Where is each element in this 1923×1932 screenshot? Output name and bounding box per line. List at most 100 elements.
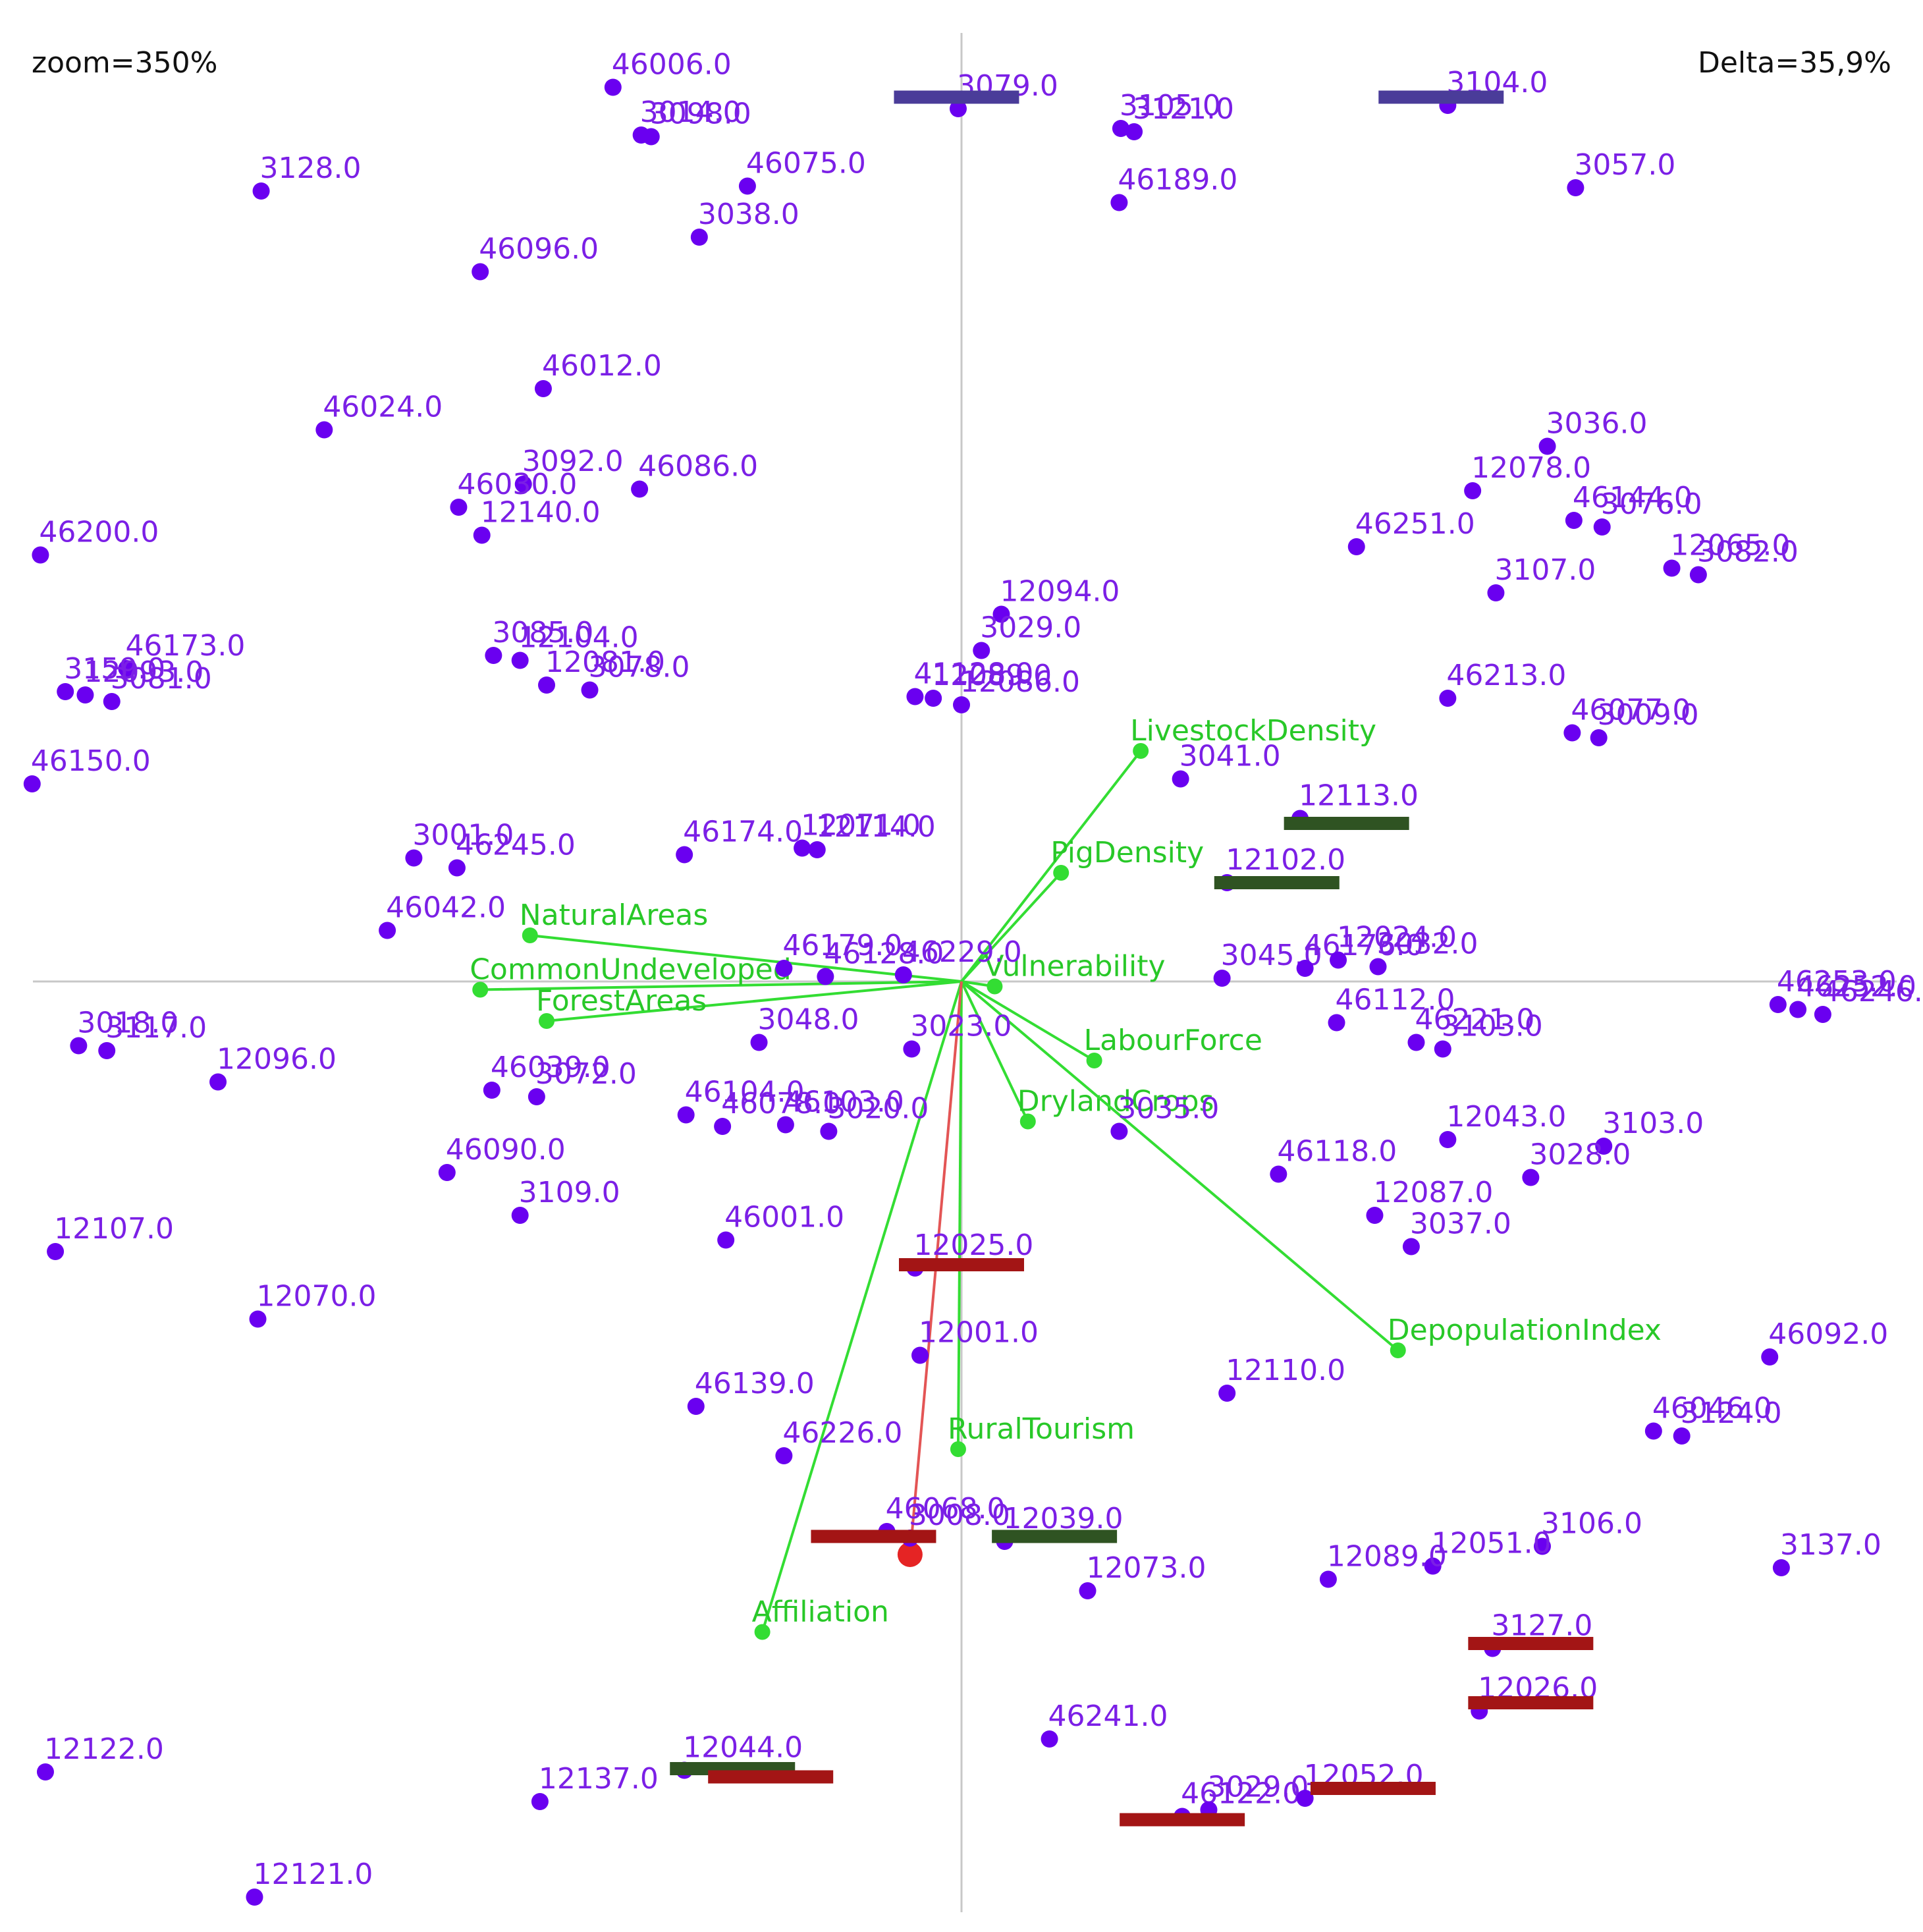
point-12024.0[interactable]: 12024.0	[1330, 921, 1457, 969]
point-marker[interactable]	[714, 1118, 732, 1135]
point-46096.0[interactable]: 46096.0	[472, 233, 599, 281]
point-12093.0[interactable]: 12093.0	[76, 655, 203, 704]
point-marker[interactable]	[531, 1793, 549, 1810]
point-12089.0[interactable]: 12089.0	[1319, 1540, 1447, 1588]
point-3057.0[interactable]: 3057.0	[1567, 148, 1675, 196]
point-3048.0[interactable]: 3048.0	[750, 1003, 859, 1051]
point-41128.0[interactable]: 41128.0	[906, 657, 1033, 705]
point-marker[interactable]	[750, 1034, 768, 1051]
highlight-point[interactable]	[897, 1542, 923, 1567]
point-marker[interactable]	[209, 1073, 227, 1091]
point-marker[interactable]	[1439, 690, 1457, 707]
point-marker[interactable]	[98, 1042, 116, 1059]
point-marker[interactable]	[1218, 1385, 1236, 1402]
point-46200.0[interactable]: 46200.0	[32, 516, 159, 564]
point-46189.0[interactable]: 46189.0	[1110, 163, 1237, 211]
point-marker[interactable]	[538, 676, 555, 694]
point-marker[interactable]	[1407, 1034, 1425, 1051]
point-marker[interactable]	[511, 651, 529, 669]
point-3103.0[interactable]: 3103.0	[1595, 1107, 1704, 1155]
point-marker[interactable]	[1769, 996, 1787, 1013]
point-marker[interactable]	[448, 859, 466, 877]
point-3081.0[interactable]: 3081.0	[103, 662, 212, 710]
point-3001.0[interactable]: 3001.0	[405, 819, 514, 867]
point-46078.0[interactable]: 46078.0	[714, 1087, 841, 1135]
point-46128.0[interactable]: 46128.0	[817, 937, 944, 985]
point-marker[interactable]	[1110, 194, 1128, 211]
point-3098.0[interactable]: 3098.0	[642, 97, 751, 146]
point-3009.0[interactable]: 3009.0	[1590, 698, 1699, 746]
point-marker[interactable]	[473, 526, 491, 544]
point-46213.0[interactable]: 46213.0	[1439, 659, 1566, 707]
point-3035.0[interactable]: 3035.0	[1110, 1092, 1219, 1140]
point-marker[interactable]	[1110, 1122, 1128, 1140]
point-marker[interactable]	[1487, 584, 1505, 601]
point-46251.0[interactable]: 46251.0	[1347, 507, 1475, 555]
point-marker[interactable]	[1761, 1348, 1779, 1366]
point-12087.0[interactable]: 12087.0	[1366, 1176, 1493, 1224]
point-12096.0[interactable]: 12096.0	[209, 1043, 337, 1091]
point-marker[interactable]	[820, 1122, 838, 1140]
point-marker[interactable]	[1565, 512, 1583, 529]
point-marker[interactable]	[992, 605, 1010, 623]
point-12089.0[interactable]: 12089.0	[925, 659, 1052, 707]
point-46042.0[interactable]: 46042.0	[379, 891, 506, 939]
point-marker[interactable]	[690, 229, 708, 246]
point-marker[interactable]	[70, 1037, 88, 1055]
point-46150.0[interactable]: 46150.0	[23, 744, 151, 792]
point-46226.0[interactable]: 46226.0	[775, 1416, 902, 1464]
point-3018.0[interactable]: 3018.0	[70, 1007, 178, 1055]
point-marker[interactable]	[315, 421, 333, 439]
point-3076.0[interactable]: 3076.0	[1593, 487, 1702, 536]
point-3103.0[interactable]: 3103.0	[1434, 1010, 1543, 1058]
point-marker[interactable]	[1330, 951, 1347, 969]
point-marker[interactable]	[472, 263, 489, 281]
point-marker[interactable]	[1567, 179, 1584, 196]
point-3128.0[interactable]: 3128.0	[252, 152, 362, 200]
point-46039.0[interactable]: 46039.0	[483, 1051, 610, 1099]
point-marker[interactable]	[534, 380, 552, 397]
point-46024.0[interactable]: 46024.0	[315, 391, 443, 439]
point-46139.0[interactable]: 46139.0	[687, 1367, 815, 1415]
point-12137.0[interactable]: 12137.0	[531, 1762, 659, 1810]
point-46030.0[interactable]: 46030.0	[450, 468, 577, 516]
point-3092.0[interactable]: 3092.0	[514, 445, 624, 493]
point-marker[interactable]	[906, 688, 924, 705]
point-marker[interactable]	[405, 849, 423, 867]
point-marker[interactable]	[953, 696, 970, 713]
point-marker[interactable]	[1789, 1001, 1807, 1018]
point-marker[interactable]	[775, 1447, 793, 1464]
point-3117.0[interactable]: 3117.0	[98, 1011, 207, 1059]
point-46012.0[interactable]: 46012.0	[534, 349, 662, 397]
point-46245.0[interactable]: 46245.0	[448, 829, 576, 877]
point-marker[interactable]	[1172, 770, 1189, 788]
point-marker[interactable]	[32, 546, 49, 564]
point-marker[interactable]	[1347, 538, 1365, 555]
point-46173.0[interactable]: 46173.0	[118, 629, 245, 677]
point-12107.0[interactable]: 12107.0	[47, 1212, 174, 1260]
point-marker[interactable]	[1814, 1006, 1831, 1023]
point-marker[interactable]	[249, 1310, 267, 1328]
point-3020.0[interactable]: 3020.0	[820, 1092, 929, 1140]
point-marker[interactable]	[23, 775, 41, 792]
point-12086.0[interactable]: 12086.0	[953, 665, 1080, 713]
point-3045.0[interactable]: 3045.0	[1213, 939, 1322, 987]
point-12122.0[interactable]: 12122.0	[36, 1732, 164, 1780]
point-3078.0[interactable]: 3078.0	[581, 651, 690, 699]
point-marker[interactable]	[1079, 1582, 1097, 1599]
point-12121.0[interactable]: 12121.0	[246, 1858, 373, 1906]
point-46246.0[interactable]: 46246.0	[1814, 975, 1923, 1023]
point-3107.0[interactable]: 3107.0	[1487, 553, 1596, 601]
point-marker[interactable]	[687, 1398, 705, 1415]
point-marker[interactable]	[738, 177, 756, 195]
point-46118.0[interactable]: 46118.0	[1270, 1135, 1397, 1183]
point-marker[interactable]	[1319, 1570, 1337, 1588]
point-3029.0[interactable]: 3029.0	[973, 611, 1081, 659]
point-marker[interactable]	[1270, 1165, 1287, 1183]
point-marker[interactable]	[949, 100, 967, 117]
point-12025.0[interactable]: 12025.0	[906, 1228, 1033, 1277]
point-marker[interactable]	[794, 839, 811, 857]
point-marker[interactable]	[1424, 1557, 1442, 1575]
point-marker[interactable]	[1328, 1014, 1345, 1032]
